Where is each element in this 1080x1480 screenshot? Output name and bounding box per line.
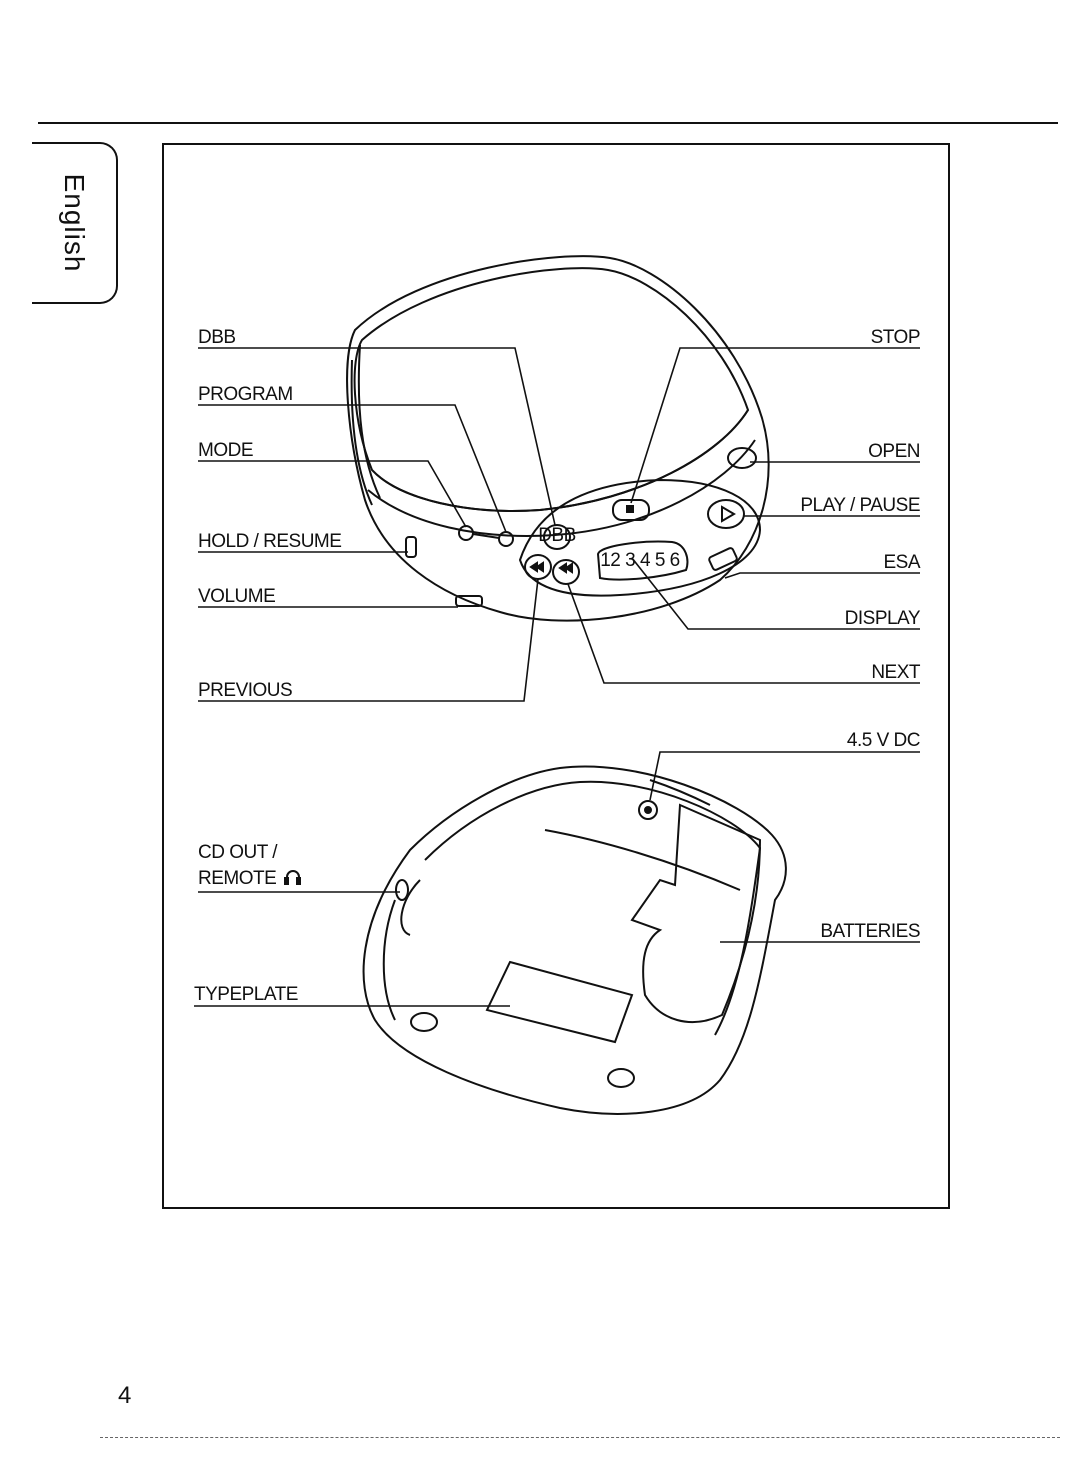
play-pause-button: [707, 499, 745, 529]
stop-button: [612, 499, 650, 521]
open-button: [727, 447, 757, 469]
label-dc-in: 4.5 V DC: [847, 730, 920, 751]
mode-button-icon: [458, 525, 474, 541]
label-mode: MODE: [198, 440, 253, 461]
volume-wheel: [455, 595, 483, 607]
label-esa: ESA: [883, 552, 920, 573]
footer-rule: [100, 1437, 1060, 1438]
typeplate-area: [485, 960, 634, 1044]
foot: [410, 1012, 438, 1032]
label-stop: STOP: [871, 327, 920, 348]
label-batteries: BATTERIES: [820, 921, 920, 942]
foot: [607, 1068, 635, 1088]
label-open: OPEN: [868, 441, 920, 462]
lcd-display: [596, 540, 689, 581]
player-top-view: [346, 255, 770, 622]
label-typeplate: TYPEPLATE: [194, 984, 298, 1005]
label-remote: REMOTE: [198, 868, 276, 889]
callout-lines: [194, 347, 920, 1007]
esa-switch: [708, 547, 738, 571]
label-volume: VOLUME: [198, 586, 275, 607]
hold-resume-switch: [405, 536, 417, 558]
lcd-digits: 12 3 4 5 6: [600, 550, 680, 571]
label-cd-out: CD OUT /: [198, 842, 278, 863]
page-number: 4: [118, 1382, 132, 1409]
label-program: PROGRAM: [198, 384, 293, 405]
dc-jack-icon: [638, 800, 658, 820]
label-display: DISPLAY: [845, 608, 921, 629]
player-bottom-view: [362, 765, 787, 1115]
label-dbb: DBB: [198, 327, 236, 348]
program-button-icon: [498, 531, 514, 547]
label-next: NEXT: [871, 662, 921, 683]
dbb-button-text: DBB: [538, 525, 576, 546]
next-button: [552, 559, 580, 585]
label-play-pause: PLAY / PAUSE: [800, 495, 920, 516]
battery-compartment: [630, 803, 762, 1024]
language-tab: English: [32, 142, 118, 304]
label-hold-resume: HOLD / RESUME: [198, 531, 341, 552]
headphone-jack-icon: [395, 879, 409, 901]
dbb-button: [543, 524, 571, 550]
headphone-icon: [284, 870, 301, 885]
label-previous: PREVIOUS: [198, 680, 292, 701]
header-rule: [38, 122, 1058, 124]
figure-frame: [162, 143, 950, 1209]
